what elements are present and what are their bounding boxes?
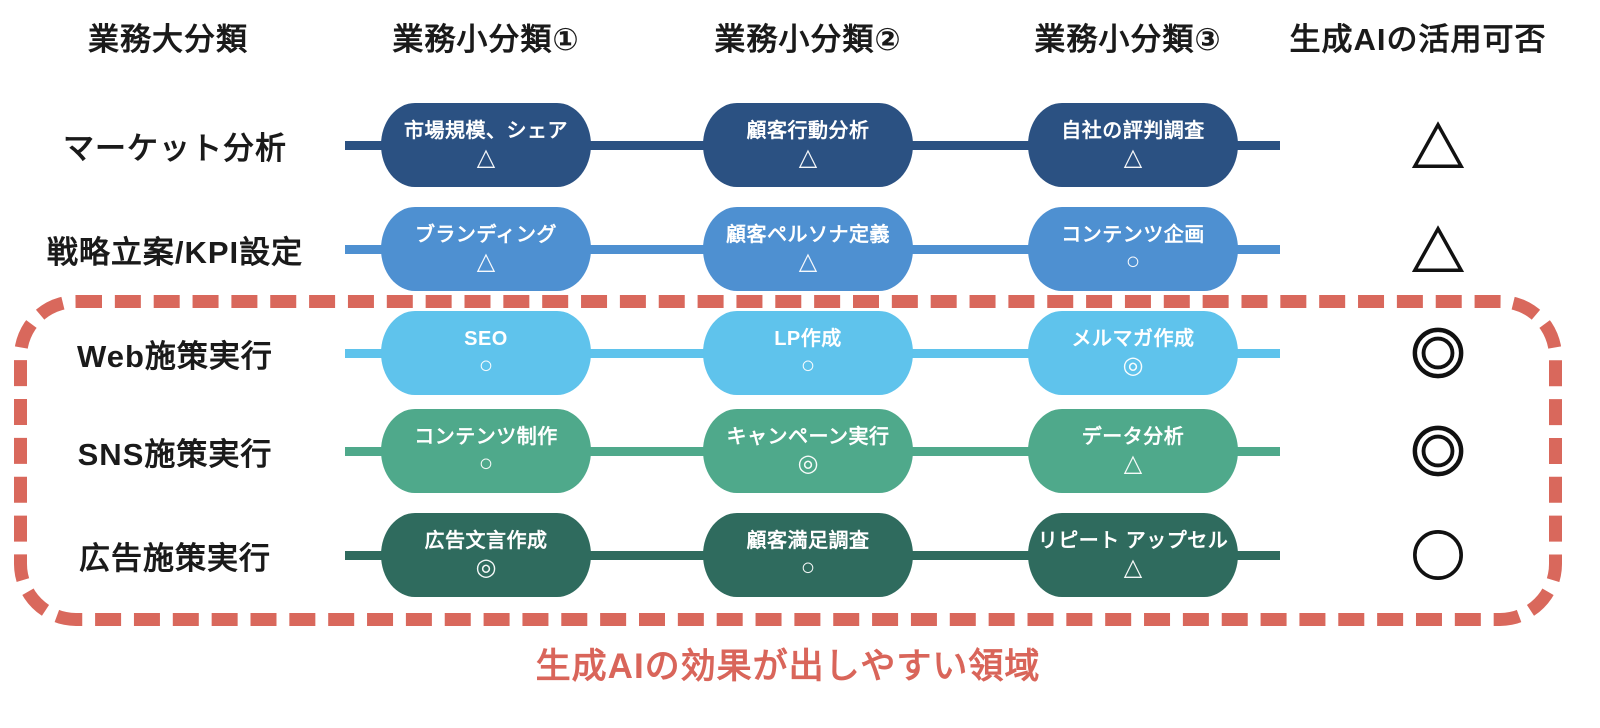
task-rating: △: [476, 144, 496, 171]
column-header-subcategory-2: 業務小分類②: [714, 21, 902, 57]
flow-row-sns-measures: SNS施策実行 コンテンツ制作 ○ キャンペーン実行 ◎ データ分析 △: [0, 409, 1600, 493]
task-name: 広告文言作成: [424, 530, 548, 552]
task-rating: ○: [1125, 248, 1141, 275]
column-header-subcategory-1: 業務小分類①: [392, 21, 580, 57]
task-name: ブランディング: [414, 224, 558, 246]
task-name: 市場規模、シェア: [404, 120, 568, 142]
task-box: 顧客満足調査 ○: [703, 513, 913, 597]
task-box: 市場規模、シェア △: [381, 103, 591, 187]
task-box: 広告文言作成 ◎: [381, 513, 591, 597]
task-box: コンテンツ制作 ○: [381, 409, 591, 493]
task-name: SEO: [464, 328, 508, 350]
task-rating: △: [476, 248, 496, 275]
circle-rating-icon: [1410, 527, 1466, 583]
task-box: データ分析 △: [1028, 409, 1238, 493]
row-label: SNS施策実行: [77, 436, 273, 472]
task-name: キャンペーン実行: [726, 426, 890, 448]
task-rating: △: [1123, 554, 1143, 581]
task-box: SEO ○: [381, 311, 591, 395]
task-box: メルマガ作成 ◎: [1028, 311, 1238, 395]
task-name: コンテンツ企画: [1061, 224, 1205, 246]
task-rating: △: [1123, 144, 1143, 171]
task-rating: ○: [800, 352, 816, 379]
task-rating: △: [1123, 450, 1143, 477]
task-box: コンテンツ企画 ○: [1028, 207, 1238, 291]
row-label: Web施策実行: [77, 338, 273, 374]
column-header-major-category: 業務大分類: [88, 21, 248, 57]
triangle-rating-icon: [1410, 117, 1466, 173]
flow-row-ad-measures: 広告施策実行 広告文言作成 ◎ 顧客満足調査 ○ リピート アップセル △: [0, 513, 1600, 597]
row-label: 戦略立案/KPI設定: [46, 234, 304, 270]
task-rating: ○: [800, 554, 816, 581]
double-circle-rating-icon: [1410, 423, 1466, 479]
task-name: データ分析: [1081, 426, 1185, 448]
column-header-ai-applicability: 生成AIの活用可否: [1289, 21, 1547, 57]
row-label: マーケット分析: [63, 130, 287, 166]
task-box: 顧客行動分析 △: [703, 103, 913, 187]
triangle-rating-icon: [1410, 221, 1466, 277]
task-box: 顧客ペルソナ定義 △: [703, 207, 913, 291]
highlight-caption: 生成AIの効果が出しやすい領域: [535, 647, 1041, 686]
task-rating: ◎: [797, 450, 819, 477]
task-name: 顧客満足調査: [746, 530, 870, 552]
column-header-subcategory-3: 業務小分類③: [1034, 21, 1222, 57]
flow-row-market-analysis: マーケット分析 市場規模、シェア △ 顧客行動分析 △ 自社の評判調査 △: [0, 103, 1600, 187]
task-name: 顧客ペルソナ定義: [726, 224, 890, 246]
task-name: 自社の評判調査: [1061, 120, 1205, 142]
ai-effective-area-outline: [14, 295, 1562, 626]
task-rating: ◎: [1122, 352, 1144, 379]
flow-row-strategy-kpi: 戦略立案/KPI設定 ブランディング △ 顧客ペルソナ定義 △ コンテンツ企画 …: [0, 207, 1600, 291]
task-rating: ○: [478, 450, 494, 477]
task-name: 顧客行動分析: [746, 120, 870, 142]
task-rating: ◎: [475, 554, 497, 581]
flow-row-web-measures: Web施策実行 SEO ○ LP作成 ○ メルマガ作成 ◎: [0, 311, 1600, 395]
task-name: コンテンツ制作: [414, 426, 558, 448]
task-box: ブランディング △: [381, 207, 591, 291]
double-circle-rating-icon: [1410, 325, 1466, 381]
task-box: 自社の評判調査 △: [1028, 103, 1238, 187]
task-name: LP作成: [774, 328, 842, 350]
task-name: リピート アップセル: [1037, 530, 1229, 552]
task-box: リピート アップセル △: [1028, 513, 1238, 597]
task-name: メルマガ作成: [1071, 328, 1195, 350]
task-rating: △: [798, 248, 818, 275]
row-label: 広告施策実行: [79, 540, 271, 576]
task-rating: ○: [478, 352, 494, 379]
task-box: LP作成 ○: [703, 311, 913, 395]
task-box: キャンペーン実行 ◎: [703, 409, 913, 493]
task-rating: △: [798, 144, 818, 171]
